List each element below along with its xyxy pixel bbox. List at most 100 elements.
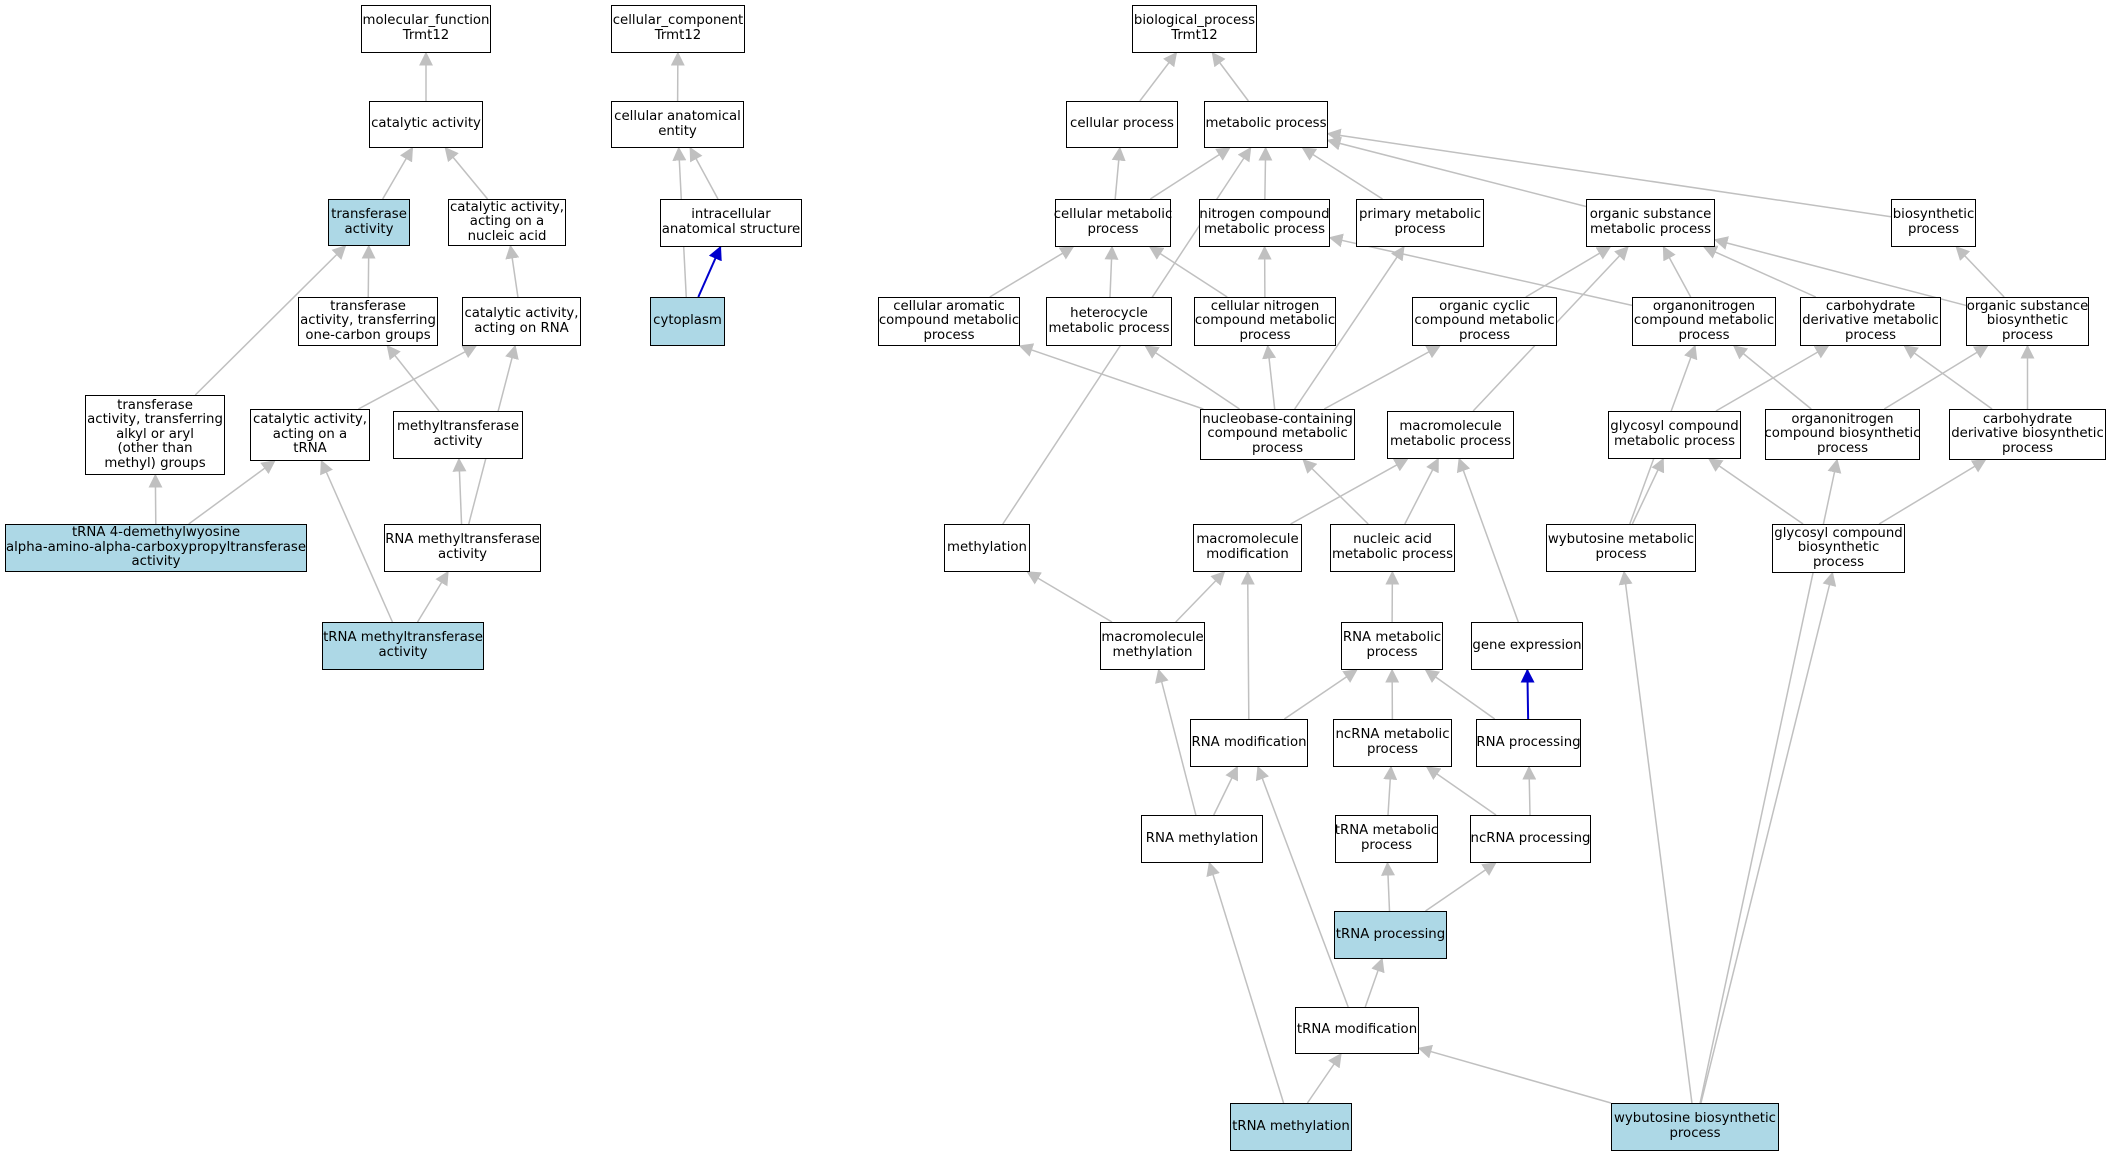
go-term-cellular-process[interactable]: cellular process <box>1066 101 1178 148</box>
go-term-label-line: cellular anatomical <box>614 108 741 124</box>
go-term-label-line: compound metabolic <box>1414 313 1555 329</box>
go-term-label-line: glycosyl compound <box>1610 419 1739 435</box>
edge-organic-substance-metabolic-to-metabolic-process <box>1326 136 1587 208</box>
go-term-label-line: nitrogen compound <box>1199 207 1330 223</box>
go-term-label-line: biosynthetic <box>1892 207 1975 223</box>
go-term-rna-methylation[interactable]: RNA methylation <box>1141 815 1263 863</box>
go-term-label-line: organonitrogen <box>1791 411 1894 427</box>
edge-trna-4-demethyl-to-cat-trna <box>188 460 276 525</box>
go-term-label-line: tRNA 4-demethylwyosine <box>71 525 241 541</box>
go-term-label-line: catalytic activity, <box>252 412 368 428</box>
edge-nucleic-acid-metabolic-to-macromolecule-metabolic <box>1404 457 1439 525</box>
edge-wybutosine-biosynthetic-to-glycosyl-biosynthetic <box>1700 571 1837 1104</box>
go-term-gene-expression[interactable]: gene expression <box>1471 622 1583 670</box>
go-term-label-line: process <box>1087 222 1139 237</box>
go-term-trna-processing[interactable]: tRNA processing <box>1334 911 1447 959</box>
go-term-label-line: process <box>1595 547 1647 562</box>
go-term-label-line: process <box>2001 440 2054 456</box>
go-term-label-line: tRNA methylation <box>1232 1118 1350 1134</box>
edge-trna-processing-to-ncrna-processing <box>1425 862 1497 912</box>
go-term-label-line: cellular_component <box>612 13 744 29</box>
go-term-cytoplasm[interactable]: cytoplasm <box>650 297 725 346</box>
go-term-label-line: derivative biosynthetic <box>1951 426 2104 442</box>
go-term-rna-processing[interactable]: RNA processing <box>1476 719 1581 767</box>
go-term-label-line: molecular_function <box>362 13 490 29</box>
go-term-cat-rna[interactable]: catalytic activity,acting on RNA <box>462 297 581 346</box>
go-term-metabolic-process[interactable]: metabolic process <box>1204 101 1328 148</box>
go-term-label-line: catalytic activity, <box>449 199 565 215</box>
edge-cellular-nitrogen-to-cellular-metabolic <box>1148 246 1228 298</box>
edge-primary-metabolic-to-metabolic-process <box>1301 147 1383 200</box>
edge-trna-metabolic-to-ncrna-metabolic <box>1383 765 1398 816</box>
go-term-label-line: transferase <box>117 397 193 413</box>
edge-rna-methylation-to-rna-modification <box>1213 765 1238 816</box>
go-term-label-line: metabolic process <box>1203 222 1326 237</box>
edge-intracellular-structure-to-cellular-anatomical-entity <box>689 146 719 200</box>
go-term-label-line: tRNA modification <box>1296 1022 1418 1038</box>
go-term-label-line: biosynthetic <box>1797 540 1880 556</box>
go-term-label-line: carbohydrate <box>1825 298 1916 314</box>
go-term-rna-modification[interactable]: RNA modification <box>1190 719 1308 767</box>
edge-carbohydrate-derivative-metabolic-to-organic-substance-metabolic <box>1702 245 1817 298</box>
go-term-trna-modification[interactable]: tRNA modification <box>1295 1007 1419 1054</box>
go-term-methylation[interactable]: methylation <box>944 524 1030 572</box>
go-term-ncrna-processing[interactable]: ncRNA processing <box>1470 815 1591 863</box>
go-term-trna-methylation[interactable]: tRNA methylation <box>1230 1103 1352 1151</box>
go-term-label-line: primary metabolic <box>1358 207 1482 223</box>
edge-cat-rna-to-cat-nucleic <box>505 244 520 298</box>
go-term-label-line: cellular metabolic <box>1053 207 1173 223</box>
go-term-label-line: metabolic process <box>1331 547 1454 562</box>
go-term-label-line: acting on RNA <box>474 320 569 336</box>
edge-macromolecule-modification-to-macromolecule-metabolic <box>1290 458 1409 525</box>
go-term-catalytic-activity[interactable]: catalytic activity <box>369 101 483 148</box>
go-term-label-line: organic cyclic <box>1439 298 1530 314</box>
edge-heterocycle-metabolic-to-cellular-metabolic <box>1104 245 1119 298</box>
go-term-label-line: (other than <box>117 441 193 457</box>
go-term-label-line: compound metabolic <box>1633 313 1775 329</box>
go-term-label-line: compound metabolic <box>878 313 1020 329</box>
edge-organonitrogen-metabolic-to-organic-substance-metabolic <box>1662 245 1692 298</box>
go-term-label-line: process <box>923 327 975 343</box>
go-term-label-line: entity <box>658 123 697 139</box>
